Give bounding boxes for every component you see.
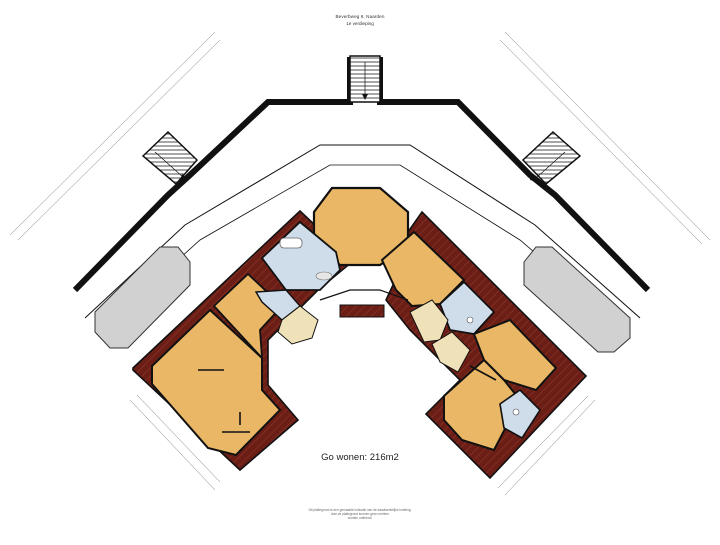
- bath-tub: [279, 237, 303, 249]
- shower: [315, 271, 333, 281]
- disclaimer-line: Dit plattegrond is een gemaakte indicati…: [308, 508, 412, 512]
- bathroom-right-small: [499, 388, 542, 440]
- floor-title: 1e verdieping: [346, 21, 374, 26]
- landing-right: [409, 299, 449, 343]
- disclaimer-line: Aan de plattegrond kunnen geen rechten: [331, 512, 389, 516]
- roof-bay-left: [94, 246, 191, 349]
- staircase-top: [349, 55, 381, 103]
- landing-right-2: [431, 331, 471, 373]
- staircase-left: [141, 130, 199, 186]
- room-center-octagon: [312, 186, 410, 267]
- balcony-railing: [319, 289, 409, 301]
- area-label: Go wonen: 216m2: [321, 452, 399, 463]
- bathroom-right: [438, 280, 496, 335]
- dimension-lines-right: [497, 31, 711, 496]
- inner-terrace-line: [84, 144, 641, 319]
- room-left-large: [151, 308, 282, 457]
- roof-bay-right: [523, 246, 631, 353]
- central-balcony: [339, 304, 385, 318]
- interior-walls: [198, 365, 497, 433]
- toilet: [466, 316, 474, 324]
- sink: [512, 408, 520, 416]
- staircase-right: [521, 130, 582, 186]
- dimension-lines-left: [9, 31, 221, 491]
- landing-left: [277, 305, 319, 345]
- disclaimer-line: worden ontleend.: [347, 516, 373, 520]
- address-title: Beverbweg 6, Naarden: [335, 14, 385, 19]
